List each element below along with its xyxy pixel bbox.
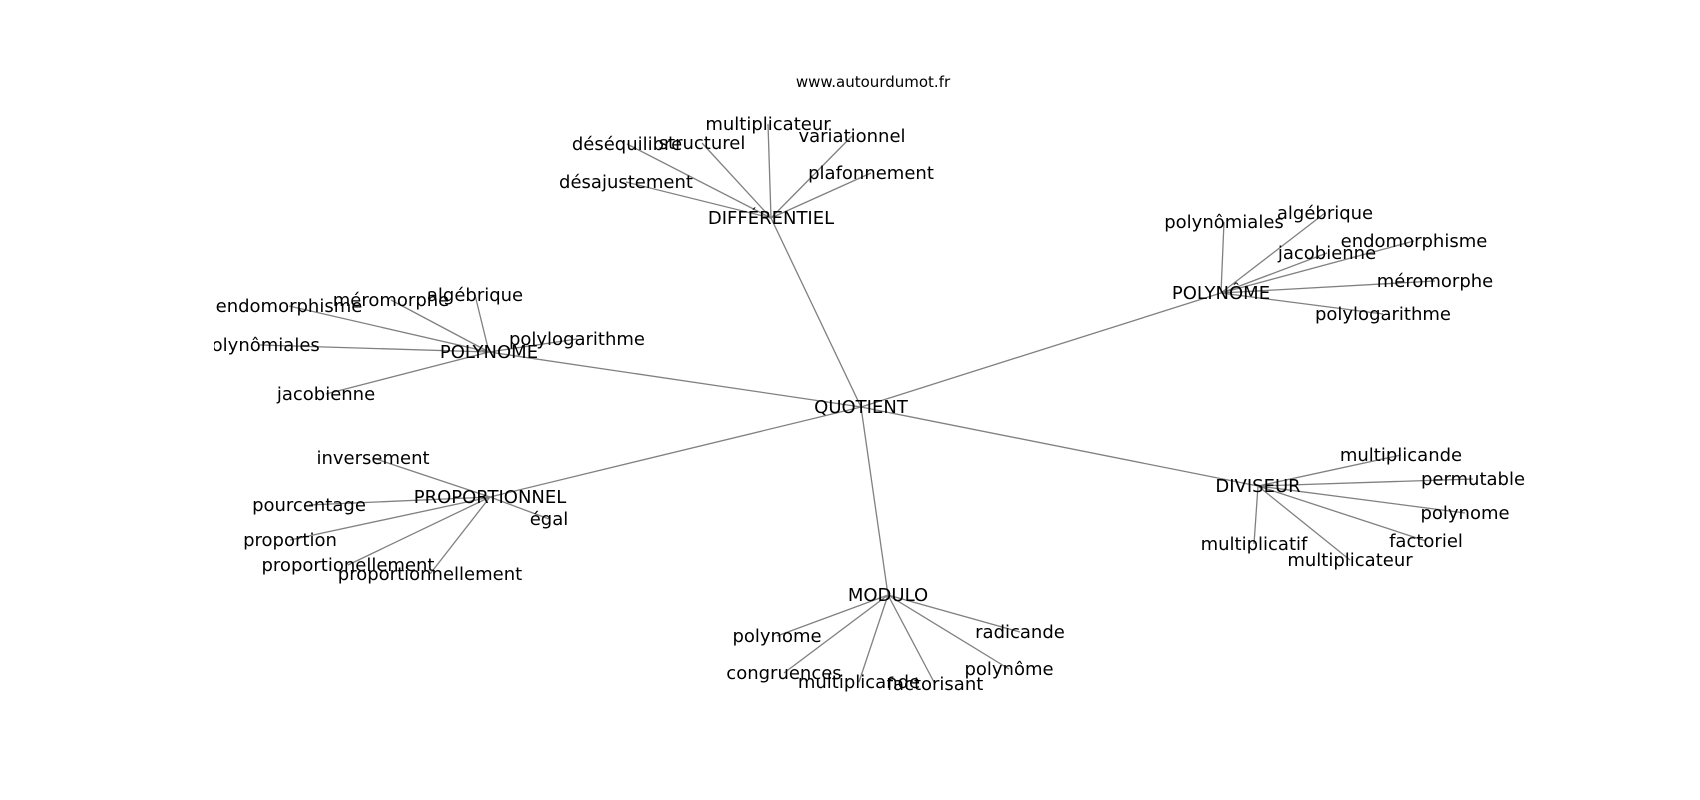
- leaf-node: congruences: [726, 663, 841, 684]
- hub-leaf-edge: [1220, 292, 1384, 315]
- leaf-node: polylogarithme: [1315, 304, 1451, 325]
- hub-leaf-edge: [783, 594, 889, 674]
- leaf-node: structurel: [659, 133, 746, 154]
- center-hub-edge: [770, 217, 862, 408]
- hub-leaf-edge: [776, 594, 889, 637]
- center-hub-edge: [860, 406, 1259, 487]
- leaf-node: égal: [530, 509, 569, 530]
- hub-leaf-edge: [887, 594, 1010, 670]
- hub-leaf-edge: [887, 594, 1021, 633]
- center-node: QUOTIENT: [814, 397, 909, 418]
- leaf-node: polylogarithme: [509, 329, 645, 350]
- hub-leaf-edge: [626, 143, 772, 219]
- hub-leaf-edge: [1257, 485, 1351, 561]
- leaf-node: multiplicateur: [705, 114, 831, 135]
- hub-node: POLYNÔME: [1172, 282, 1270, 304]
- leaf-node: polynômiales: [1164, 212, 1284, 233]
- hub-node: DIVISEUR: [1215, 476, 1300, 497]
- leaf-node: endomorphisme: [1341, 231, 1488, 252]
- leaf-node: variationnel: [798, 126, 905, 147]
- hub-node: POLYNOME: [440, 342, 538, 363]
- leaf-node: polynome: [732, 626, 821, 647]
- leaf-node: polynômiales: [200, 335, 320, 356]
- hub-leaf-edge: [325, 351, 490, 395]
- leaf-node: méromorphe: [333, 290, 449, 311]
- leaf-node: jacobienne: [276, 384, 375, 405]
- center-hub-edge: [489, 406, 862, 498]
- hub-leaf-edge: [1257, 485, 1427, 542]
- hub-leaf-edge: [288, 305, 490, 353]
- leaf-node: algébrique: [1277, 203, 1373, 224]
- graph-edges: [259, 123, 1474, 685]
- hub-node: DIFFÉRENTIEL: [708, 207, 834, 229]
- leaf-node: multiplicande: [798, 672, 920, 693]
- leaf-node: polynôme: [964, 659, 1053, 680]
- leaf-node: méromorphe: [1377, 271, 1493, 292]
- center-hub-edge: [860, 292, 1222, 408]
- leaf-node: multiplicande: [1340, 445, 1462, 466]
- leaf-node: déséquilibre: [572, 134, 682, 155]
- leaf-node: algébrique: [427, 285, 523, 306]
- hub-leaf-edge: [372, 457, 491, 498]
- hub-leaf-edge: [1220, 280, 1436, 294]
- leaf-node: proportionellement: [262, 555, 435, 576]
- hub-leaf-edge: [489, 496, 550, 520]
- hub-leaf-edge: [1220, 212, 1326, 294]
- hub-leaf-edge: [1220, 221, 1225, 294]
- hub-leaf-edge: [770, 135, 853, 219]
- leaf-node: jacobienne: [1277, 243, 1376, 264]
- hub-leaf-edge: [1253, 485, 1259, 545]
- hub-leaf-edge: [259, 344, 490, 353]
- hub-leaf-edge: [429, 496, 491, 575]
- center-hub-edge: [488, 351, 862, 408]
- leaf-node: multiplicatif: [1201, 534, 1308, 555]
- hub-leaf-edge: [1220, 240, 1415, 294]
- leaf-node: factorisant: [887, 674, 984, 695]
- leaf-node: proportionnellement: [338, 564, 522, 585]
- hub-leaf-edge: [347, 496, 491, 566]
- leaf-node: factoriel: [1389, 531, 1463, 552]
- leaf-node: permutable: [1421, 469, 1525, 490]
- leaf-node: désajustement: [559, 172, 693, 193]
- leaf-node: plafonnement: [808, 163, 934, 184]
- hub-leaf-edge: [1257, 478, 1474, 487]
- site-watermark: www.autourdumot.fr: [796, 73, 951, 91]
- leaf-node: inversement: [316, 448, 429, 469]
- leaf-node: polynome: [1420, 503, 1509, 524]
- leaf-node: multiplicateur: [1287, 550, 1413, 571]
- hub-leaf-edge: [289, 496, 491, 541]
- leaf-node: radicande: [975, 622, 1065, 643]
- hub-leaf-edge: [625, 181, 772, 219]
- hub-leaf-edge: [474, 294, 490, 353]
- leaf-node: pourcentage: [252, 495, 366, 516]
- hub-leaf-edge: [308, 496, 491, 506]
- hub-leaf-edge: [770, 172, 872, 219]
- hub-node: MODULO: [848, 585, 928, 606]
- hub-leaf-edge: [1257, 485, 1466, 514]
- hub-leaf-edge: [488, 338, 578, 353]
- hub-leaf-edge: [1257, 454, 1402, 487]
- hub-leaf-edge: [390, 299, 490, 353]
- hub-leaf-edge: [1220, 252, 1328, 294]
- hub-leaf-edge: [858, 594, 889, 683]
- hub-node: PROPORTIONNEL: [414, 487, 567, 508]
- graph-labels: QUOTIENT DIFFÉRENTIEL multiplicateur déséqu…: [200, 114, 1525, 695]
- hub-leaf-edge: [767, 123, 772, 219]
- hub-leaf-edge: [701, 142, 772, 219]
- hub-leaf-edge: [887, 594, 936, 685]
- leaf-node: endomorphisme: [216, 296, 363, 317]
- center-hub-edge: [860, 406, 889, 596]
- leaf-node: proportion: [243, 530, 337, 551]
